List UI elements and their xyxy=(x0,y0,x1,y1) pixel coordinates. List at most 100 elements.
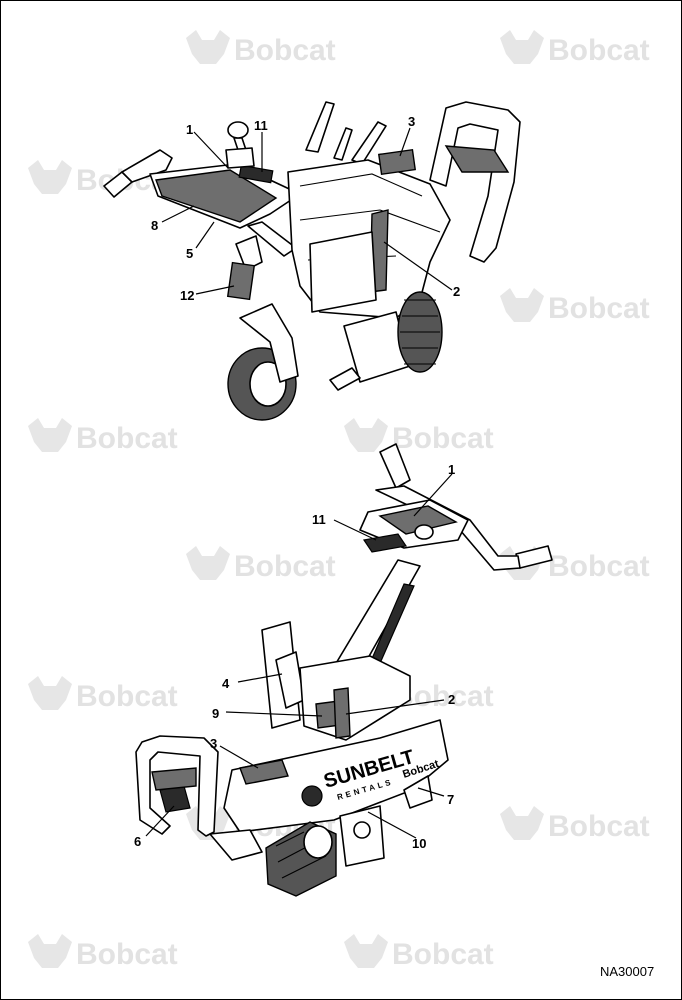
leader-4-bottom xyxy=(237,673,283,683)
leader-3-top xyxy=(399,127,411,157)
lever-2 xyxy=(333,127,353,161)
leader-5-top xyxy=(195,221,215,249)
callout-11: 11 xyxy=(312,512,326,527)
callouts-top-view: 1 11 3 8 5 12 2 xyxy=(151,114,460,303)
watermark-text: Bobcat xyxy=(76,422,178,455)
leader-lines xyxy=(145,127,453,839)
leader-2-top xyxy=(383,241,453,291)
bobcat-head-logo-icon xyxy=(28,676,72,710)
sunbelt-sun-icon xyxy=(301,785,323,807)
watermark-text: Bobcat xyxy=(76,938,178,971)
watermark: Bobcat xyxy=(500,288,650,325)
watermark: Bobcat xyxy=(186,546,336,583)
callout-2: 2 xyxy=(448,692,455,707)
callout-4: 4 xyxy=(222,676,230,691)
callout-1: 1 xyxy=(186,122,193,137)
watermark: Bobcat xyxy=(28,418,178,455)
watermark: Bobcat xyxy=(186,30,336,67)
watermark: Bobcat xyxy=(28,934,178,971)
handlebar xyxy=(121,149,173,183)
bobcat-head-logo-icon xyxy=(344,934,388,968)
decal-2-bottom xyxy=(333,687,351,739)
watermark-text: Bobcat xyxy=(392,938,494,971)
leader-2-bottom xyxy=(345,699,445,715)
callout-3: 3 xyxy=(210,736,217,751)
bobcat-head-logo-icon xyxy=(186,30,230,64)
watermark-text: Bobcat xyxy=(234,550,336,583)
bobcat-head-logo-icon xyxy=(500,30,544,64)
watermark: Bobcat xyxy=(344,418,494,455)
decal-6-mechanism xyxy=(159,785,191,813)
watermark-text: Bobcat xyxy=(76,680,178,713)
callout-2: 2 xyxy=(453,284,460,299)
drive-hub xyxy=(303,825,333,859)
callouts-bottom-view: 1 11 4 2 9 3 7 6 10 xyxy=(134,462,455,851)
callout-10: 10 xyxy=(412,836,426,851)
watermark-text: Bobcat xyxy=(548,292,650,325)
front-skid xyxy=(209,829,263,861)
decal-11 xyxy=(238,164,274,184)
callout-3: 3 xyxy=(408,114,415,129)
watermark-text: Bobcat xyxy=(548,34,650,67)
decal-10-hub xyxy=(353,821,371,839)
bobcat-head-logo-icon xyxy=(500,288,544,322)
lever-1 xyxy=(305,101,335,153)
leader-12-top xyxy=(195,285,235,295)
decal-3-bottom xyxy=(239,759,289,785)
leader-10-bottom xyxy=(367,811,417,839)
callout-9: 9 xyxy=(212,706,219,721)
grip-right xyxy=(515,545,553,569)
watermark-text: Bobcat xyxy=(392,422,494,455)
bobcat-head-logo-icon xyxy=(344,418,388,452)
wheel-fork xyxy=(239,303,299,383)
watermark-text: Bobcat xyxy=(548,550,650,583)
leader-1-top xyxy=(193,131,229,169)
decal-12 xyxy=(226,261,256,301)
bobcat-head-logo-icon xyxy=(28,934,72,968)
callout-6: 6 xyxy=(134,834,141,849)
watermark: Bobcat xyxy=(344,934,494,971)
callout-11: 11 xyxy=(254,118,268,133)
leader-6-bottom xyxy=(145,805,175,837)
watermark-text: Bobcat xyxy=(234,34,336,67)
watermark: Bobcat xyxy=(500,806,650,843)
bobcat-head-logo-icon xyxy=(28,160,72,194)
side-plate xyxy=(309,231,377,313)
bobcat-head-logo-icon xyxy=(186,546,230,580)
throttle-knob-bottom xyxy=(414,524,434,540)
decal-7-tire xyxy=(403,775,433,809)
callout-7: 7 xyxy=(447,792,454,807)
bobcat-head-logo-icon xyxy=(28,418,72,452)
decal-1 xyxy=(378,505,458,535)
callout-5: 5 xyxy=(186,246,193,261)
watermark: Bobcat xyxy=(500,30,650,67)
machine-bottom-view: SUNBELT RENTALS Bobcat xyxy=(135,443,553,897)
hoop-handle-bottom xyxy=(135,735,219,837)
hoop-decal xyxy=(444,145,510,173)
hoop-handle xyxy=(429,101,521,263)
engine-housing xyxy=(299,655,411,741)
decal-11-bottom xyxy=(362,533,408,553)
watermark: Bobcat xyxy=(28,676,178,713)
leader-9-bottom xyxy=(225,711,323,717)
callout-1: 1 xyxy=(448,462,455,477)
hoop-decal-bottom xyxy=(151,767,197,791)
crank-arm xyxy=(329,367,361,391)
leader-3-bottom xyxy=(219,745,259,769)
leader-11-bottom xyxy=(333,519,377,541)
tire-tread xyxy=(400,299,440,365)
leader-8-top xyxy=(161,205,195,223)
machine-top-view xyxy=(103,101,521,421)
grip-upper xyxy=(379,443,411,489)
throttle-clamp xyxy=(225,147,255,169)
decal-8 xyxy=(155,169,278,223)
decal-3 xyxy=(377,148,417,176)
watermark-text: Bobcat xyxy=(548,810,650,843)
callout-12: 12 xyxy=(180,288,194,303)
leader-7-bottom xyxy=(417,787,445,797)
callout-8: 8 xyxy=(151,218,158,233)
column-bracket xyxy=(235,235,263,271)
throttle-knob xyxy=(227,121,249,139)
bobcat-head-logo-icon xyxy=(500,806,544,840)
